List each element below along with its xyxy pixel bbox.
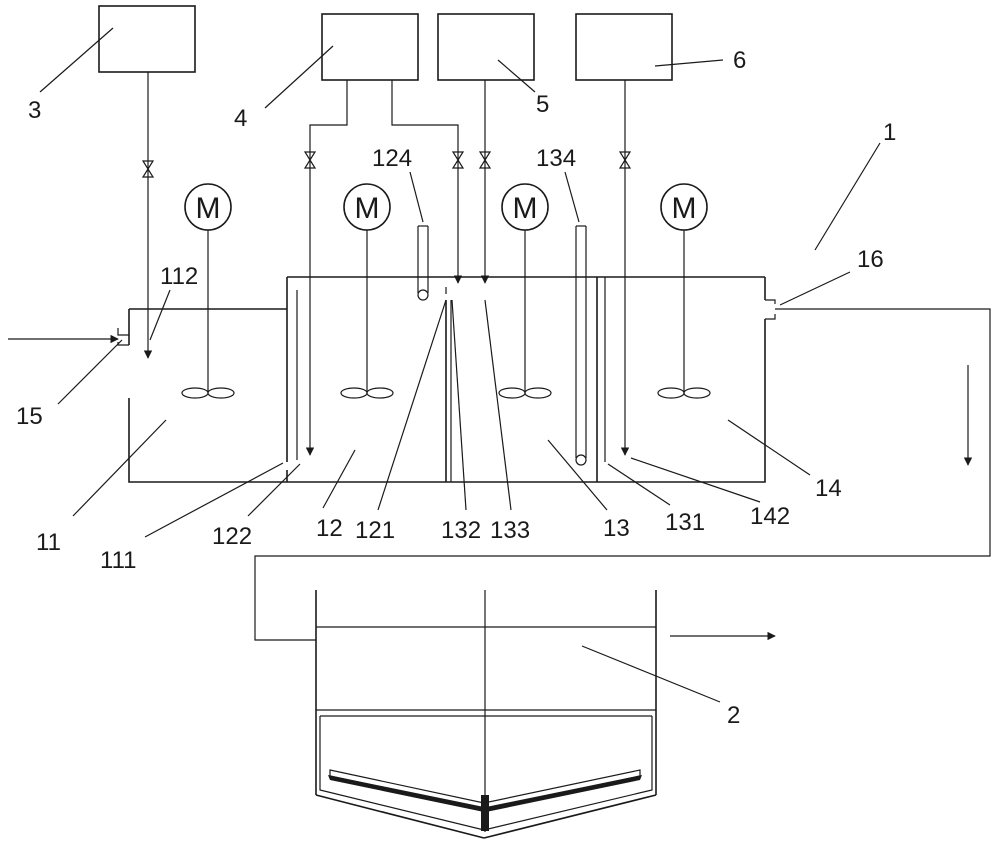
label-11: 11 (36, 529, 61, 556)
transfer-pipe (254, 308, 991, 641)
label-131: 131 (665, 509, 705, 536)
label-133: 133 (490, 517, 530, 544)
label-1: 1 (883, 119, 896, 146)
probe-124 (417, 225, 429, 301)
agitator-motor-13: M (498, 183, 552, 399)
label-14: 14 (815, 475, 842, 502)
probe-134 (575, 225, 587, 466)
label-13: 13 (603, 515, 630, 542)
labels: 3 4 5 6 1 16 112 124 134 15 11 111 122 1… (16, 47, 896, 729)
dosing-unit-3 (98, 5, 196, 359)
dosing-unit-4 (303, 13, 465, 456)
label-12: 12 (316, 515, 343, 542)
label-4: 4 (234, 105, 247, 132)
sedimentation-tank (315, 590, 776, 839)
motor-symbol: M (355, 192, 380, 225)
valve-icon (478, 151, 492, 169)
label-142: 142 (750, 503, 790, 530)
label-124: 124 (372, 145, 412, 172)
dosing-unit-5 (437, 13, 535, 284)
motor-symbol: M (513, 192, 538, 225)
agitator-motor-11: M (181, 183, 235, 399)
label-122: 122 (212, 523, 252, 550)
valve-icon (141, 160, 155, 178)
label-112: 112 (160, 263, 198, 290)
valve-icon (618, 151, 632, 169)
leader-lines (39, 27, 881, 703)
valve-icon (303, 151, 317, 169)
label-134: 134 (536, 145, 576, 172)
label-3: 3 (28, 97, 41, 124)
label-2: 2 (727, 702, 740, 729)
label-121: 121 (355, 517, 395, 544)
agitator-motor-12: M (340, 183, 394, 399)
label-16: 16 (857, 246, 884, 273)
reaction-tank (8, 276, 776, 483)
dosing-unit-6 (575, 13, 673, 456)
agitator-motor-14: M (657, 183, 711, 399)
valve-icon (451, 151, 465, 169)
motor-symbol: M (196, 192, 221, 225)
label-111: 111 (100, 547, 136, 574)
label-6: 6 (733, 47, 746, 74)
motor-symbol: M (672, 192, 697, 225)
label-5: 5 (536, 91, 549, 118)
label-15: 15 (16, 403, 43, 430)
label-132: 132 (441, 517, 481, 544)
